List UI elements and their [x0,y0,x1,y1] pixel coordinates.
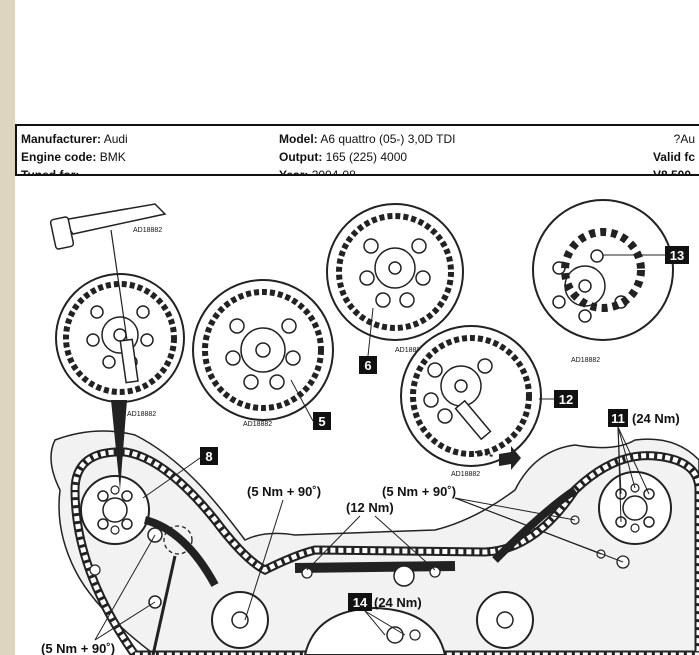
torque-24nm-center: (24 Nm) [374,595,422,610]
callout-5-label: 5 [318,414,325,429]
torque-5nm90-center-right: (5 Nm + 90˚) [382,484,456,499]
engine-housing-outline [50,430,699,655]
inset-b [192,279,334,421]
torque-leader-e [94,601,156,641]
manufacturer-label: Manufacturer: [21,132,102,146]
year-row: Year: 2004-08 [279,168,356,176]
locking-tool-drawing [49,203,167,341]
manufacturer-row: Manufacturer: Audi [21,132,128,146]
right-chain-guide [492,486,578,563]
engine-code-row: Engine code: BMK [21,150,126,164]
col3-row3: V8.500- [652,168,695,176]
manufacturer-value: Audi [103,132,128,146]
year-value: 2004-08 [311,168,356,176]
left-tensioner-dashed [163,525,193,555]
callout-6: 6 [359,307,377,374]
diagram-svg: AD18882 AD18882 AD18882 [41,199,699,655]
callout-8-label: 8 [205,449,212,464]
torque-5nm90-center-left: (5 Nm + 90˚) [247,484,321,499]
tuned-for-row: Tuned for: [21,168,80,176]
crank-sprocket [303,606,447,655]
tool-code-label-f: AD18882 [451,471,480,478]
inset-a-pointer [111,400,127,490]
callout-11: 11 (24 Nm) [608,409,680,523]
torque-5nm90-bottom-left: (5 Nm + 90˚) [41,641,115,655]
center-left-sprocket [211,591,269,649]
inset-c [326,203,464,341]
callout-5: 5 [290,379,331,430]
output-value: 165 (225) 4000 [325,150,408,164]
guide-bolt-2 [429,566,441,578]
right-lower-sprocket [476,591,534,649]
torque-24nm-right: (24 Nm) [632,411,680,426]
engine-code-value: BMK [99,150,126,164]
col3-row2: Valid fc [652,150,695,164]
center-chain-guide [294,561,456,573]
tuned-for-label: Tuned for: [21,168,80,176]
vehicle-info-header: Manufacturer: Audi Engine code: BMK Tune… [15,124,699,176]
model-value: A6 quattro (05-) 3,0D TDI [320,132,456,146]
rotation-direction-arrow [499,446,521,470]
left-margin-strip [0,0,15,655]
callout-11-label: 11 [611,411,625,426]
engine-code-label: Engine code: [21,150,97,164]
torque-leader-12a [306,515,361,571]
torque-leader-b [454,497,576,521]
tool-code-label-a: AD18882 [133,227,162,234]
housing-bolt-a [89,564,101,576]
model-label: Model: [279,132,318,146]
inset-e [400,325,542,467]
callout-6-label: 6 [364,358,371,373]
inset-d [532,199,674,341]
left-camshaft-sprocket [80,475,150,545]
thick-leader-line [151,555,177,655]
left-chain-guide [143,516,219,587]
col3-row1: ?Au [673,132,695,146]
guide-bolt-1 [301,567,313,579]
timing-chain-diagram: AD18882 AD18882 AD18882 [15,190,699,655]
torque-leader-a [244,499,284,621]
torque-leader-d [454,497,624,563]
tool-code-label-e: AD18882 [571,357,600,364]
torque-leader-f [94,534,156,641]
callout-8: 8 [142,447,218,499]
tool-code-label-d: AD18882 [395,347,424,354]
inset-a [55,273,185,403]
output-row: Output: 165 (225) 4000 [279,150,407,164]
callout-14-label: 14 [353,595,368,610]
callout-13-label: 13 [670,248,684,263]
model-row: Model: A6 quattro (05-) 3,0D TDI [279,132,456,146]
tool-code-label-c: AD18882 [243,421,272,428]
arrow-motion-lines [474,451,494,457]
callout-12: 12 [539,390,578,408]
callout-12-label: 12 [559,392,573,407]
right-camshaft-sprocket [598,471,672,545]
torque-leader-12b [374,515,436,571]
tool-code-label-b: AD18882 [127,411,156,418]
year-label: Year: [279,168,309,176]
callout-13: 13 [603,246,689,264]
callout-14: 14 (24 Nm) [348,593,422,636]
center-idler [393,565,415,587]
output-label: Output: [279,150,323,164]
torque-12nm: (12 Nm) [346,500,394,515]
